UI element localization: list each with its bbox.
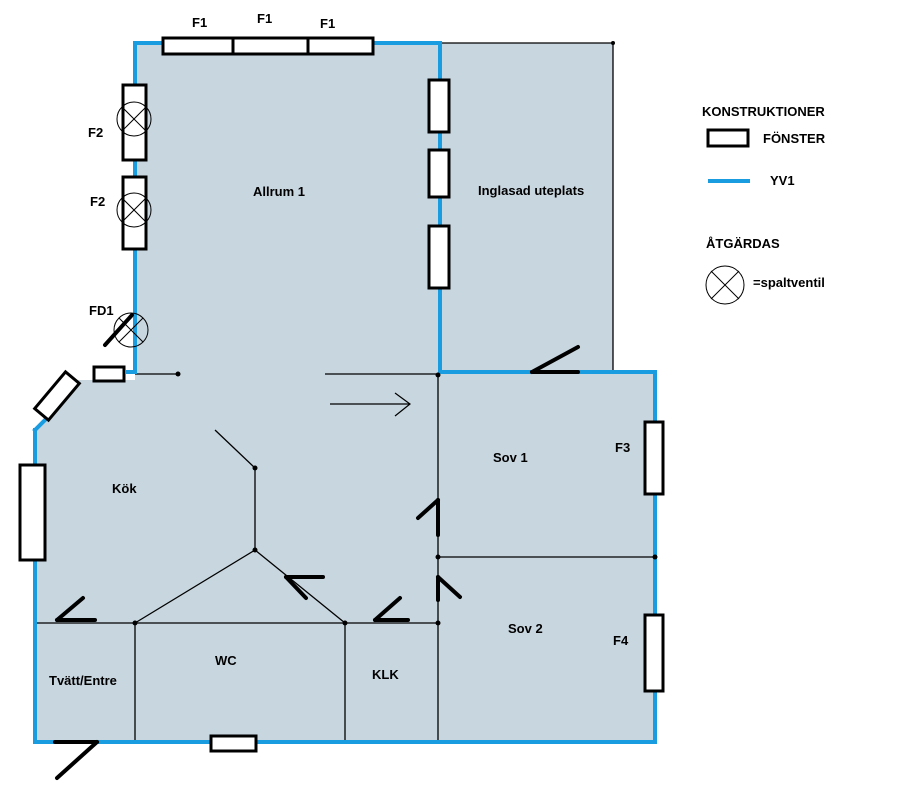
window-f2-b	[121, 175, 148, 251]
room-label-sov2: Sov 2	[508, 621, 543, 636]
interior-walls	[35, 373, 655, 742]
window-kok	[18, 463, 47, 562]
window-small	[92, 365, 126, 383]
window-label-f1: F1	[320, 16, 335, 31]
room-label-wc: WC	[215, 653, 237, 668]
window-patio-c	[427, 224, 451, 290]
window-label-f1: F1	[192, 15, 207, 30]
window-patio-b	[427, 148, 451, 199]
legend-window-symbol	[706, 128, 750, 148]
window-diagonal	[32, 369, 82, 423]
legend-heading-actions: ÅTGÄRDAS	[706, 236, 780, 251]
room-label-allrum: Allrum 1	[253, 184, 305, 199]
room-label-tvatt: Tvätt/Entre	[49, 673, 117, 688]
vent-icon	[116, 192, 152, 228]
window-label-fd1: FD1	[89, 303, 114, 318]
window-south	[209, 734, 258, 753]
legend: KONSTRUKTIONER FÖNSTER YV1 ÅTGÄRDAS =spa…	[702, 104, 826, 290]
legend-heading-constructions: KONSTRUKTIONER	[702, 104, 825, 119]
window-f1-b	[231, 36, 310, 56]
room-label-uteplats: Inglasad uteplats	[478, 183, 584, 198]
vent-icon	[116, 101, 152, 137]
window-f4	[643, 613, 665, 693]
window-label-f4: F4	[613, 633, 629, 648]
window-label-f2: F2	[90, 194, 105, 209]
door-swings	[53, 313, 580, 780]
vent-symbols	[113, 101, 745, 348]
window-label-f3: F3	[615, 440, 630, 455]
window-patio-a	[427, 78, 451, 134]
legend-window-label: FÖNSTER	[763, 131, 826, 146]
legend-wall-label: YV1	[770, 173, 795, 188]
floor-area	[35, 43, 655, 742]
room-label-kok: Kök	[112, 481, 137, 496]
windows	[18, 36, 665, 753]
flow-arrow	[330, 392, 411, 417]
window-f3	[643, 420, 665, 496]
legend-vent-label: =spaltventil	[753, 275, 825, 290]
vent-icon	[705, 265, 745, 305]
patio-outline	[440, 42, 614, 372]
window-f2-a	[121, 83, 148, 162]
room-label-sov1: Sov 1	[493, 450, 528, 465]
room-label-klk: KLK	[372, 667, 399, 682]
window-label-f1: F1	[257, 11, 272, 26]
window-label-f2: F2	[88, 125, 103, 140]
vent-icon	[113, 312, 149, 348]
window-f1-c	[306, 36, 375, 56]
window-f1-a	[161, 36, 235, 56]
junction-dots	[132, 41, 658, 626]
